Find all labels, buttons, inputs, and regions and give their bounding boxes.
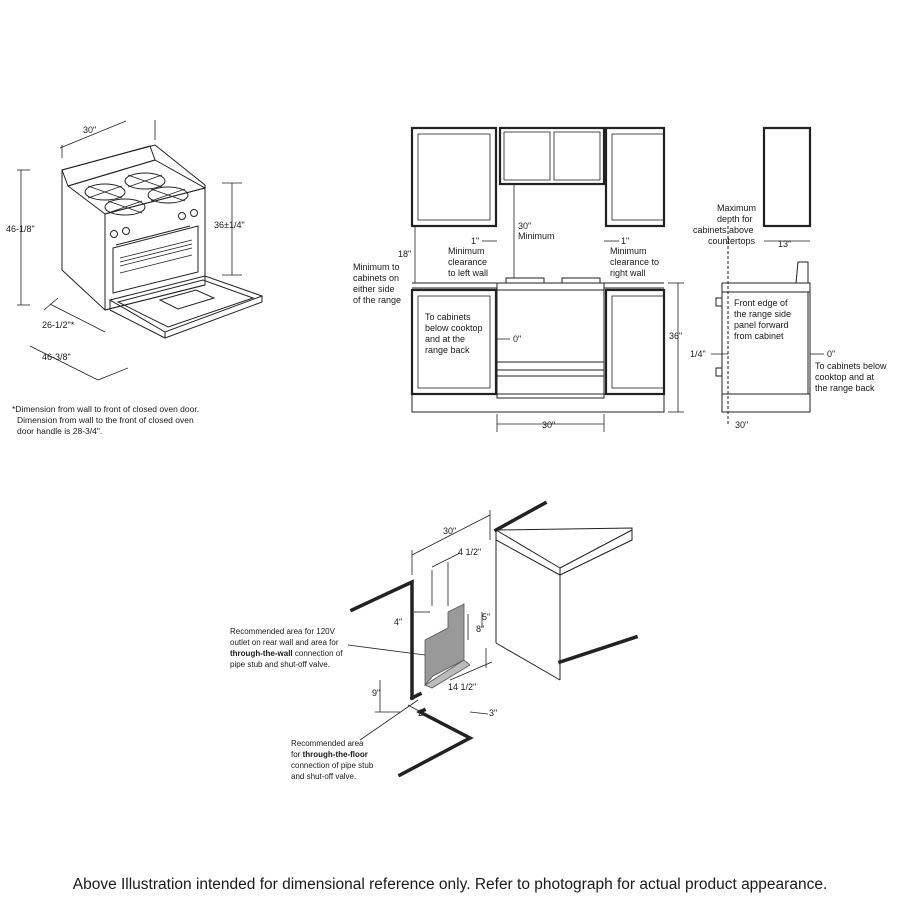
svg-text:to left wall: to left wall <box>448 268 488 278</box>
range-height-label: 46-1/8" <box>6 224 35 234</box>
svg-text:30": 30" <box>542 420 555 430</box>
svg-text:14 1/2": 14 1/2" <box>448 682 476 692</box>
svg-text:Minimum to: Minimum to <box>353 262 400 272</box>
svg-text:connection of pipe stub: connection of pipe stub <box>291 761 374 770</box>
svg-text:1": 1" <box>471 236 479 246</box>
svg-text:countertops: countertops <box>708 236 756 246</box>
svg-text:0": 0" <box>513 334 521 344</box>
svg-text:cabinets on: cabinets on <box>353 273 399 283</box>
svg-text:from cabinet: from cabinet <box>734 331 784 341</box>
svg-text:clearance to: clearance to <box>610 257 659 267</box>
svg-text:30": 30" <box>518 221 531 231</box>
svg-text:cabinets above: cabinets above <box>693 225 754 235</box>
svg-text:9": 9" <box>372 688 380 698</box>
floor-connection-note: Recommended area for through-the-floor c… <box>291 739 374 781</box>
svg-text:Maximum: Maximum <box>717 203 756 213</box>
install-view: 30" 4 1/2" 4" 8" 5" 9" 14 1/2" 2" 3" Rec… <box>230 500 639 781</box>
svg-text:8": 8" <box>476 624 484 634</box>
svg-text:right wall: right wall <box>610 268 646 278</box>
control-knobs <box>110 209 198 238</box>
svg-text:for through-the-floor: for through-the-floor <box>291 750 368 759</box>
svg-text:18": 18" <box>398 249 411 259</box>
svg-text:range back: range back <box>425 345 470 355</box>
svg-text:5": 5" <box>482 612 490 622</box>
svg-text:To cabinets below: To cabinets below <box>815 361 887 371</box>
svg-text:the range side: the range side <box>734 309 791 319</box>
svg-text:4": 4" <box>394 617 402 627</box>
range-footnote: *Dimension from wall to front of closed … <box>12 404 200 436</box>
svg-text:below cooktop: below cooktop <box>425 323 483 333</box>
cooktop-height-label: 36±1/4" <box>214 220 245 230</box>
svg-text:either side: either side <box>353 284 395 294</box>
svg-text:outlet on rear wall and area f: outlet on rear wall and area for <box>230 638 339 647</box>
svg-text:1/4": 1/4" <box>690 349 706 359</box>
svg-text:through-the-wall connection of: through-the-wall connection of <box>230 649 343 658</box>
svg-text:4 1/2": 4 1/2" <box>458 547 481 557</box>
adjacent-cabinet <box>495 527 633 576</box>
svg-text:3": 3" <box>489 708 497 718</box>
svg-text:Minimum: Minimum <box>610 246 647 256</box>
svg-text:depth for: depth for <box>717 214 753 224</box>
svg-text:panel forward: panel forward <box>734 320 789 330</box>
svg-text:Minimum: Minimum <box>518 231 555 241</box>
svg-text:30": 30" <box>443 526 456 536</box>
svg-text:pipe stub and shut-off valve.: pipe stub and shut-off valve. <box>230 660 330 669</box>
svg-text:Minimum: Minimum <box>448 246 485 256</box>
range-depth-open-label: 46-3/8" <box>42 352 71 362</box>
svg-text:Front edge of: Front edge of <box>734 298 788 308</box>
range-width-label: 30" <box>83 125 96 135</box>
svg-text:clearance: clearance <box>448 257 487 267</box>
svg-text:36": 36" <box>669 331 682 341</box>
svg-text:the range back: the range back <box>815 383 875 393</box>
svg-text:of the range: of the range <box>353 295 401 305</box>
svg-text:1": 1" <box>621 236 629 246</box>
svg-text:Recommended area: Recommended area <box>291 739 364 748</box>
svg-text:Recommended area for 120V: Recommended area for 120V <box>230 627 336 636</box>
disclaimer-caption: Above Illustration intended for dimensio… <box>72 876 828 893</box>
svg-text:and at the: and at the <box>425 334 465 344</box>
side-view: 13" Maximum depth for cabinets above cou… <box>690 126 887 430</box>
range-depth-label: 26-1/2"* <box>42 320 75 330</box>
wall-connection-note: Recommended area for 120V outlet on rear… <box>230 627 343 669</box>
svg-text:13": 13" <box>778 239 791 249</box>
front-view: 18" Minimum to cabinets on either side o… <box>353 126 684 432</box>
svg-text:2": 2" <box>418 708 426 718</box>
burner-grates <box>84 172 189 216</box>
svg-text:and shut-off valve.: and shut-off valve. <box>291 772 356 781</box>
svg-text:0": 0" <box>827 349 835 359</box>
range-isometric: 30" 46-1/8" 36±1/4" 26-1/2"* 46-3/8" <box>6 120 264 381</box>
svg-text:30": 30" <box>735 420 748 430</box>
svg-text:cooktop and at: cooktop and at <box>815 372 875 382</box>
svg-text:To cabinets: To cabinets <box>425 312 471 322</box>
recommended-area <box>424 603 465 687</box>
